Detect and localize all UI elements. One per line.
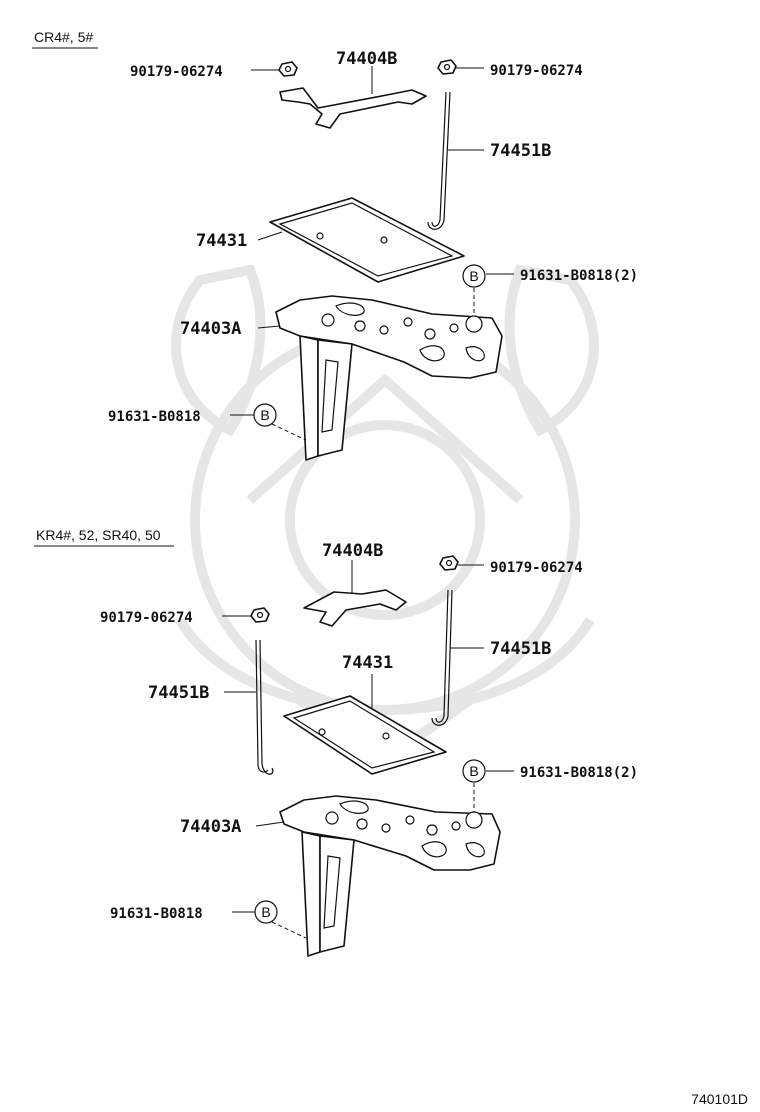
bolt-b-qty-1-symbol: B	[469, 268, 478, 284]
bolt-b-2-label: 91631-B0818	[110, 906, 203, 922]
pad-1: 74431	[196, 197, 465, 283]
tray-1-label: 74403A	[180, 319, 241, 339]
bolt-b-2: B 91631-B0818	[110, 900, 307, 939]
nut-right-2-label: 90179-06274	[490, 560, 583, 576]
pad-2: 74431	[283, 653, 447, 775]
nut-right-1: 90179-06274	[437, 59, 583, 79]
tray-2: 74403A	[180, 795, 501, 957]
section-1: CR4#, 5# 90179-06274 90179-06274 74404B	[32, 29, 638, 461]
nut-left-1: 90179-06274	[130, 61, 298, 80]
rod-right-2-label: 74451B	[490, 639, 551, 659]
rod-left-2-label: 74451B	[148, 683, 209, 703]
tray-1: 74403A	[180, 295, 503, 461]
variant-label-2: KR4#, 52, SR40, 50	[36, 527, 161, 543]
variant-label-1: CR4#, 5#	[34, 29, 93, 45]
nut-left-1-label: 90179-06274	[130, 64, 223, 80]
bolt-b-1-label: 91631-B0818	[108, 409, 201, 425]
rod-right-1: 74451B	[427, 91, 551, 230]
pad-2-label: 74431	[342, 653, 393, 673]
tray-2-label: 74403A	[180, 817, 241, 837]
bolt-b-qty-2-label: 91631-B0818(2)	[520, 765, 638, 781]
nut-right-1-label: 90179-06274	[490, 63, 583, 79]
nut-left-2-label: 90179-06274	[100, 610, 193, 626]
section-2: KR4#, 52, SR40, 50 74404B 90179-06274 90…	[34, 527, 638, 957]
pad-1-label: 74431	[196, 231, 247, 251]
bolt-b-qty-1-label: 91631-B0818(2)	[520, 268, 638, 284]
bolt-b-qty-1: B 91631-B0818(2)	[462, 264, 638, 320]
bolt-b-qty-2: B 91631-B0818(2)	[462, 759, 638, 816]
nut-left-2: 90179-06274	[100, 607, 270, 626]
clamp-2: 74404B	[303, 541, 407, 627]
clamp-2-label: 74404B	[322, 541, 383, 561]
clamp-1: 74404B	[279, 49, 427, 129]
bolt-b-1: B 91631-B0818	[108, 403, 307, 441]
clamp-1-label: 74404B	[336, 49, 397, 69]
bolt-b-1-symbol: B	[260, 407, 269, 423]
bolt-b-2-symbol: B	[261, 904, 270, 920]
rod-right-2: 74451B	[431, 589, 551, 726]
rod-right-1-label: 74451B	[490, 141, 551, 161]
nut-right-2: 90179-06274	[439, 555, 583, 576]
rod-left-2: 74451B	[148, 639, 274, 775]
illustration-code: 740101D	[691, 1091, 748, 1107]
bolt-b-qty-2-symbol: B	[469, 763, 478, 779]
